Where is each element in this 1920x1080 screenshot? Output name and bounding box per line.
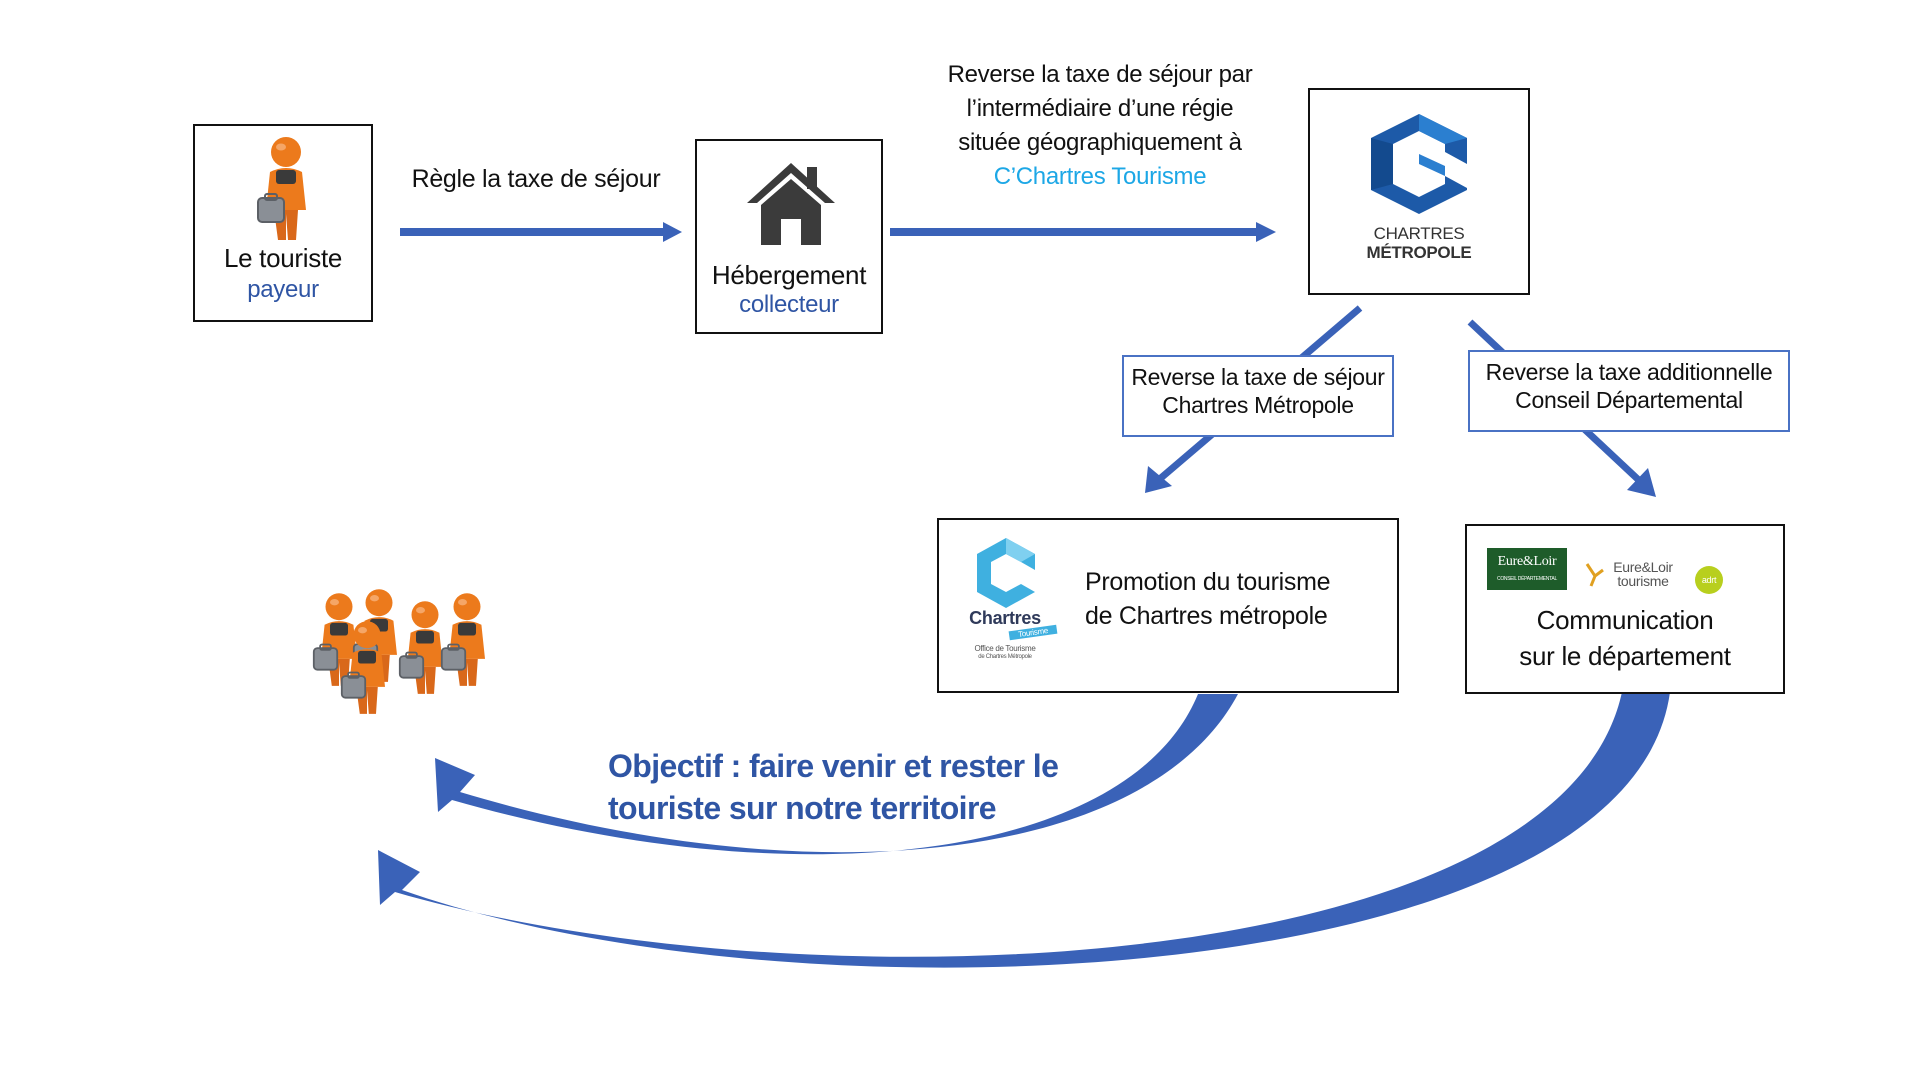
step2-line2: l’intermédiaire d’une régie — [966, 95, 1234, 122]
eure-loir-cd-logo-sub: CONSEIL DÉPARTEMENTAL — [1497, 576, 1557, 582]
chartres-tourisme-logo-sub1: Office de Tourisme — [974, 644, 1036, 653]
promotion-box: Chartres Tourisme Office de Tourisme de … — [937, 518, 1399, 693]
tourist-group-icon — [312, 588, 486, 715]
eure-loir-tourisme-logo: Eure&Loir tourisme — [1599, 560, 1687, 588]
objective-text: Objectif : faire venir et rester le tour… — [608, 745, 1128, 829]
branch-left-line1: Reverse la taxe de séjour — [1131, 364, 1385, 390]
chartres-tourisme-logo-sub2: de Chartres Métropole — [978, 654, 1032, 660]
step2-line3: située géographiquement à — [958, 129, 1242, 156]
eure-loir-cd-logo: Eure&Loir CONSEIL DÉPARTEMENTAL — [1487, 548, 1567, 590]
hebergement-sublabel: collecteur — [739, 291, 839, 318]
tourist-label: Le touriste — [223, 243, 343, 273]
branch-right-label: Reverse la taxe additionnelle Conseil Dé… — [1468, 350, 1790, 432]
chartres-tourisme-logo-word: Chartres — [969, 608, 1041, 628]
eure-loir-tourisme-line1: Eure&Loir — [1613, 559, 1673, 575]
step2-label: Reverse la taxe de séjour par l’interméd… — [905, 58, 1295, 194]
tourist-box: Le touriste payeur — [193, 124, 373, 322]
objective-line2: touriste sur notre territoire — [608, 790, 997, 826]
chartres-tourisme-logo — [977, 538, 1035, 608]
branch-right-line2: Conseil Départemental — [1515, 387, 1743, 413]
promotion-line1: Promotion du tourisme — [1085, 568, 1331, 596]
branch-left-line2: Chartres Métropole — [1162, 392, 1354, 418]
branch-left-label: Reverse la taxe de séjour Chartres Métro… — [1122, 355, 1394, 437]
metropole-name-line1: CHARTRES — [1373, 224, 1465, 243]
tourist-sublabel: payeur — [247, 276, 319, 303]
house-icon — [747, 163, 835, 245]
hebergement-label: Hébergement — [711, 260, 867, 290]
step2-line1: Reverse la taxe de séjour par — [947, 61, 1253, 88]
promotion-line2: de Chartres métropole — [1085, 602, 1328, 630]
communication-line1: Communication — [1536, 605, 1714, 635]
communication-box: Eure&Loir CONSEIL DÉPARTEMENTAL Eure&Loi… — [1465, 524, 1785, 694]
eure-loir-cd-logo-text: Eure&Loir — [1497, 554, 1557, 569]
metropole-name-line2: MÉTROPOLE — [1366, 243, 1472, 262]
tourist-with-suitcase-icon — [257, 136, 307, 241]
objective-line1: Objectif : faire venir et rester le — [608, 748, 1059, 784]
metropole-box: CHARTRES MÉTROPOLE — [1308, 88, 1530, 295]
adrt-badge: adrt — [1695, 566, 1723, 594]
branch-right-line1: Reverse la taxe additionnelle — [1485, 359, 1773, 385]
hebergement-box: Hébergement collecteur — [695, 139, 883, 334]
eure-loir-tourisme-line2: tourisme — [1617, 573, 1669, 589]
chartres-metropole-logo — [1371, 114, 1467, 214]
eure-loir-tourisme-leaf-icon — [1585, 563, 1604, 587]
communication-line2: sur le département — [1519, 641, 1731, 671]
step1-label: Règle la taxe de séjour — [411, 165, 661, 193]
step2-line4: C’Chartres Tourisme — [993, 163, 1207, 190]
